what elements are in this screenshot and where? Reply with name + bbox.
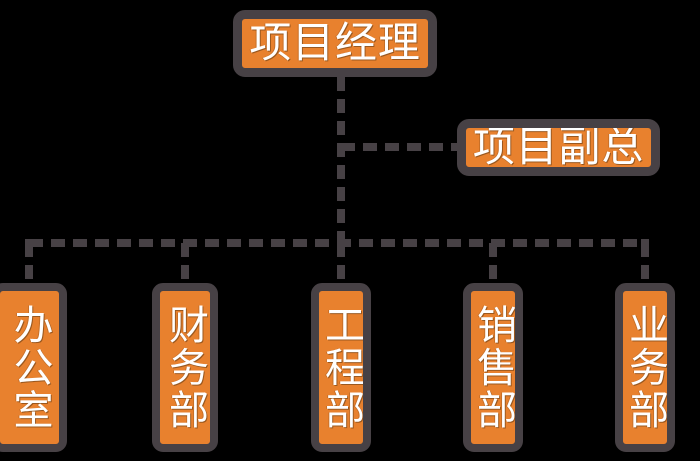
- node-label-engineering-department: 工程部: [318, 303, 364, 432]
- node-label-business-department: 业务部: [622, 303, 668, 432]
- node-label-project-manager: 项目经理: [249, 18, 421, 68]
- node-label-sales-department: 销售部: [470, 303, 516, 432]
- node-engineering-department[interactable]: 工程部: [311, 283, 371, 452]
- node-label-finance-department: 财务部: [162, 303, 208, 432]
- node-finance-department[interactable]: 财务部: [152, 283, 218, 452]
- node-business-department[interactable]: 业务部: [615, 283, 675, 452]
- node-sales-department[interactable]: 销售部: [463, 283, 523, 452]
- node-label-office: 办公室: [6, 303, 53, 432]
- node-office[interactable]: 办公室: [0, 283, 67, 452]
- node-project-manager[interactable]: 项目经理: [233, 10, 437, 77]
- node-label-deputy-director: 项目副总: [472, 122, 645, 172]
- node-deputy-director[interactable]: 项目副总: [457, 119, 660, 176]
